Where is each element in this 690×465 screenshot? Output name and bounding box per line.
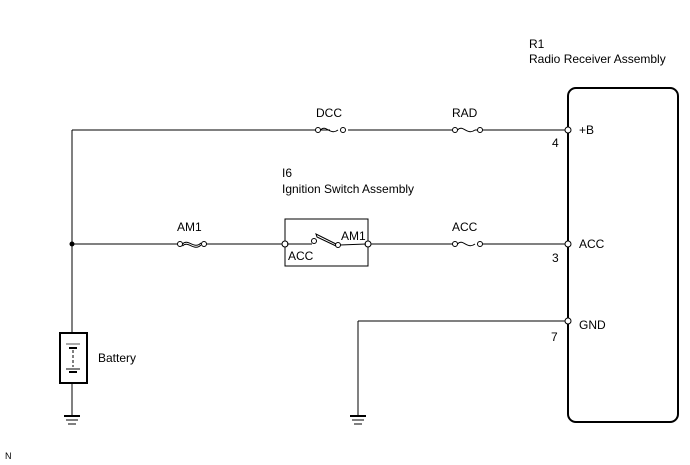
radio-pin-gnd-name: GND [579, 318, 606, 332]
radio-pin-b-name: +B [579, 123, 594, 137]
radio-pin-acc-name: ACC [579, 237, 605, 251]
fuse-dcc: DCC [315, 106, 346, 133]
fuse-am1: AM1 [177, 220, 207, 248]
radio-name-label: Radio Receiver Assembly [529, 52, 666, 66]
ignition-terminal-acc: ACC [288, 249, 314, 263]
fuse-dcc-label: DCC [316, 106, 342, 120]
fuse-rad: RAD [452, 106, 483, 133]
ignition-name-label: Ignition Switch Assembly [282, 182, 414, 196]
fuse-acc: ACC [452, 220, 483, 247]
ignition-switch: ACC AM1 [281, 218, 372, 267]
ignition-terminal-am1: AM1 [341, 229, 366, 243]
radio-pin-gnd-number: 7 [551, 330, 558, 344]
wire-radio-ground [357, 320, 566, 415]
switch-lever-icon [315, 233, 337, 247]
radio-pin-b-number: 4 [552, 136, 559, 150]
radio-pin-acc-number: 3 [552, 251, 559, 265]
footer-mark: N [5, 451, 12, 461]
radio-pin-b-terminal [564, 126, 572, 134]
radio-id-label: R1 [529, 37, 545, 51]
ignition-id-label: I6 [282, 166, 292, 180]
fuse-rad-label: RAD [452, 106, 478, 120]
battery-label: Battery [98, 351, 136, 365]
radio-pin-gnd-terminal [564, 317, 572, 325]
radio-pin-acc-terminal [564, 240, 572, 248]
battery-icon [59, 332, 88, 415]
fuse-acc-label: ACC [452, 220, 478, 234]
ground-icon [64, 415, 80, 425]
radio-receiver-box [567, 87, 679, 423]
ground-icon [350, 415, 366, 425]
fuse-am1-label: AM1 [177, 220, 202, 234]
